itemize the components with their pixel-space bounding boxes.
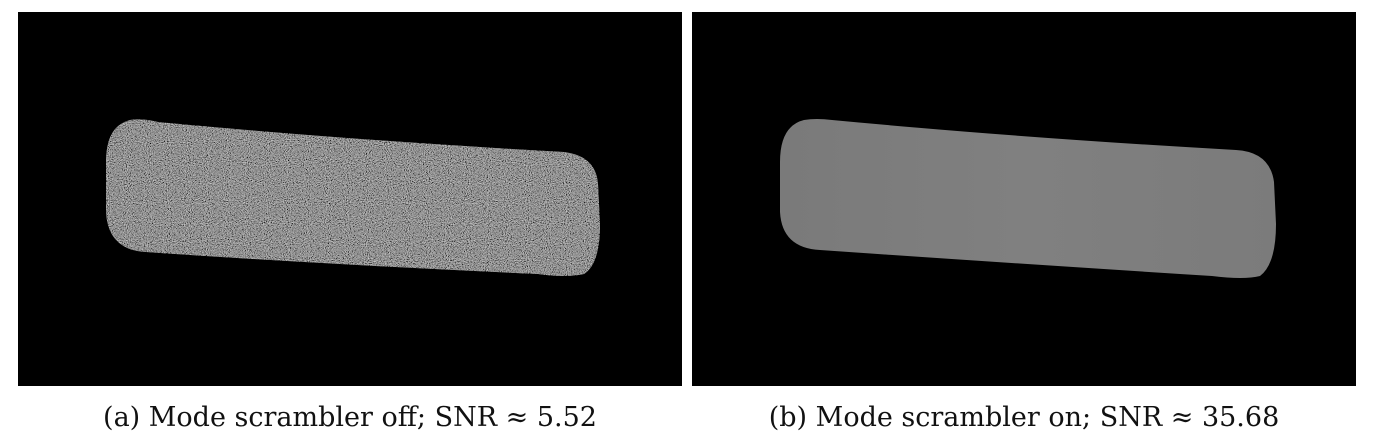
panel-mode-scrambler-off: (a) Mode scrambler off; SNR ≈ 5.52 bbox=[18, 0, 682, 444]
uniform-specimen-image bbox=[692, 12, 1356, 386]
specimen-shape-b bbox=[780, 119, 1276, 278]
panel-mode-scrambler-on: (b) Mode scrambler on; SNR ≈ 35.68 bbox=[692, 0, 1356, 444]
caption-b: (b) Mode scrambler on; SNR ≈ 35.68 bbox=[768, 402, 1280, 433]
speckled-specimen-svg bbox=[18, 12, 682, 386]
speckled-specimen-image bbox=[18, 12, 682, 386]
caption-a: (a) Mode scrambler off; SNR ≈ 5.52 bbox=[103, 402, 597, 433]
uniform-specimen-svg bbox=[692, 12, 1356, 386]
